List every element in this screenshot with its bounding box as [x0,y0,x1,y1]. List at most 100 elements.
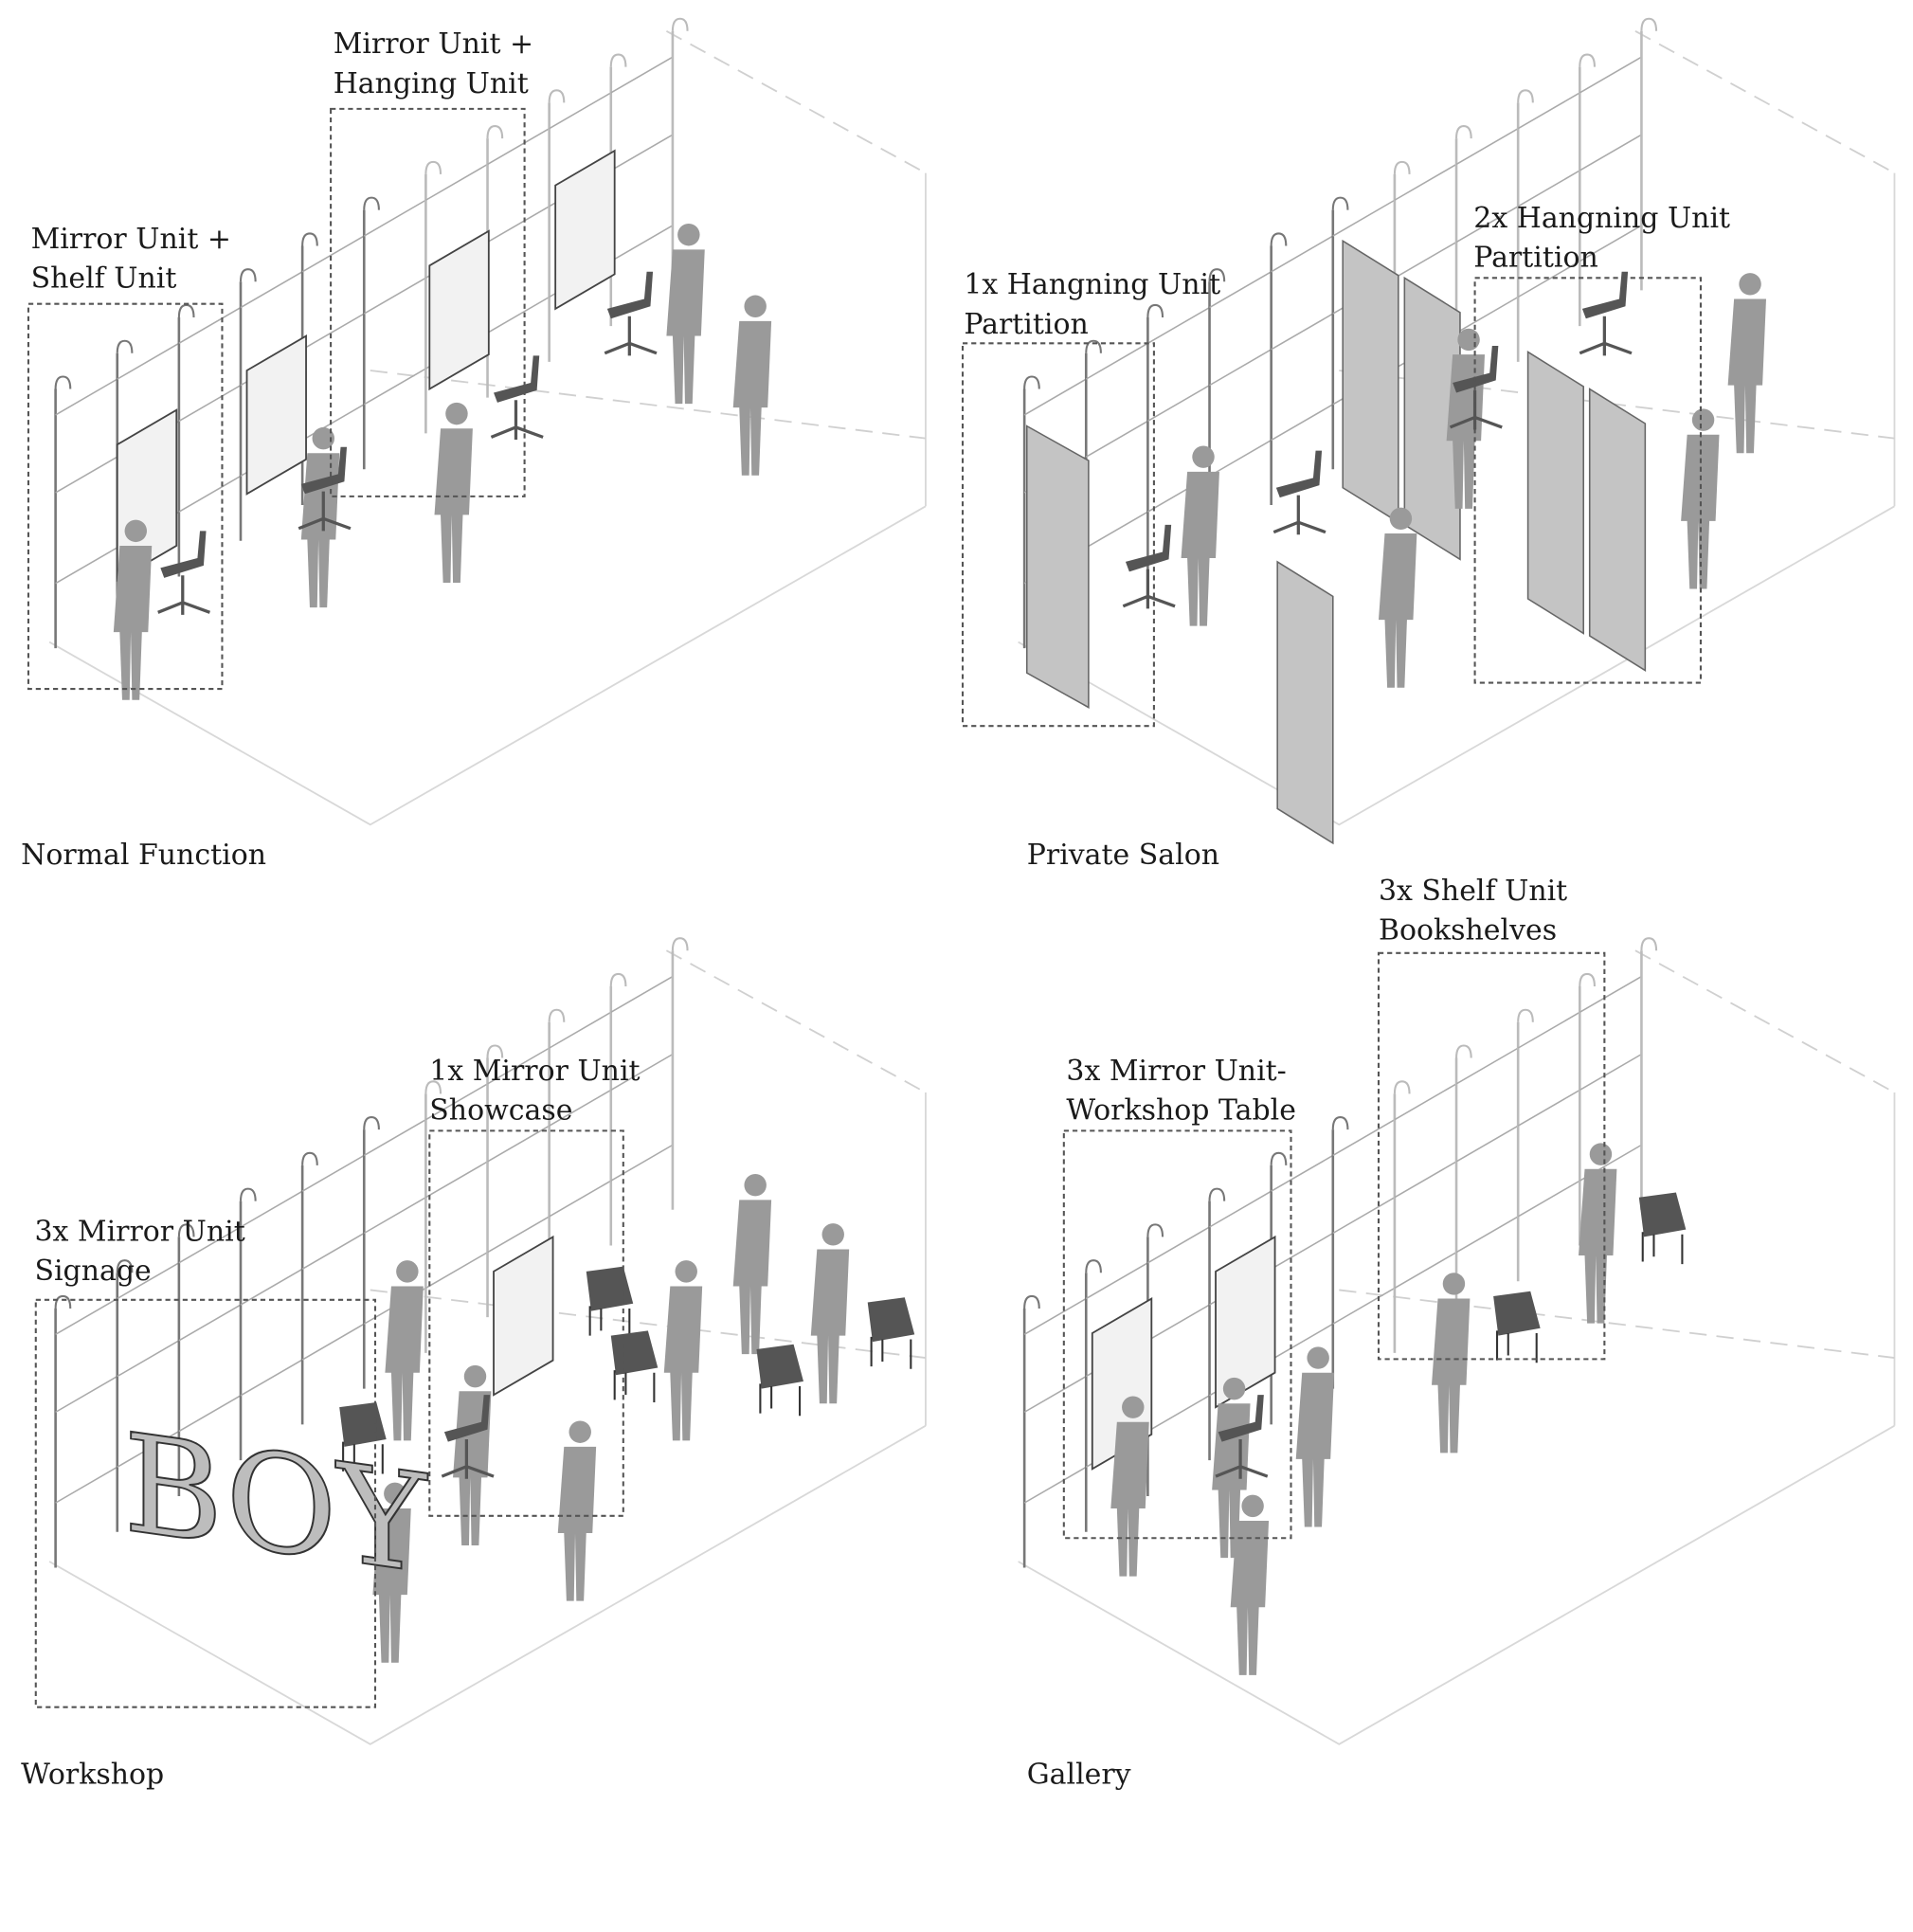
rail [363,199,426,237]
hanging-partition [1025,424,1090,709]
post-hook [609,53,627,67]
rail [1517,170,1580,208]
rail [1147,1304,1210,1342]
panel-caption: Workshop [21,1758,164,1791]
post-hook [1208,268,1226,282]
rail [549,1089,612,1127]
office-chair-seat [1581,271,1629,319]
stool-chair-legs [870,1336,912,1369]
panel-gallery: 3x Shelf Unit Bookshelves 3x Mirror Unit… [1027,875,1606,1791]
callout-box-showcase [428,1129,624,1517]
person-silhouette [113,545,153,700]
rail [301,1323,365,1361]
post-hook [1517,1008,1534,1022]
callout-label: Bookshelves [1379,913,1557,947]
office-chair-base [1579,316,1633,356]
office-chair-base [157,575,210,615]
rail [1147,1395,1210,1433]
rail [1147,384,1210,423]
post-hook [301,232,318,246]
person-silhouette [1579,1168,1617,1324]
person-head [1222,1377,1246,1400]
rail [1517,92,1580,130]
person-silhouette [1181,471,1219,626]
callout-label: 1x Mirror Unit [429,1055,640,1088]
stool-chair-legs [1641,1232,1684,1265]
panel-normal-function: Mirror Unit + Hanging Unit Mirror Unit +… [21,27,533,872]
rail [1455,1125,1519,1163]
post-hook [301,1151,318,1165]
callout-label: Partition [1473,242,1597,275]
callout-label: Showcase [429,1094,572,1128]
post-hook [609,972,627,987]
rail [363,368,426,406]
person-silhouette [1431,1298,1471,1454]
person-head [1442,1273,1466,1295]
rail [1332,1287,1396,1325]
person-head [1307,1346,1329,1369]
rail [301,313,365,351]
rail [487,1125,550,1163]
office-chair-base [441,1439,495,1479]
rail [1271,1232,1334,1270]
post-hook [177,1223,195,1237]
rail [1394,1161,1457,1199]
stool-chair-legs [342,1441,384,1474]
post-hook [1455,125,1472,139]
callout-label: 3x Shelf Unit [1379,875,1567,908]
rail [117,1430,180,1469]
rail [610,134,674,172]
person-head [1739,273,1761,296]
rail [1271,1323,1334,1361]
rail [487,128,550,166]
person-silhouette [732,1200,772,1355]
office-chair-base [604,316,658,356]
office-chair-base [1272,495,1326,535]
rail [1517,1011,1580,1049]
rail [178,475,242,513]
rail [1085,511,1148,549]
rail [178,1226,242,1264]
person-head [384,1482,406,1506]
panel-private-salon: 1x Hangning Unit Partition 2x Hangning U… [961,202,1730,872]
floor-guide [370,370,927,440]
rail [1147,1226,1210,1264]
person-head [1691,408,1715,431]
hanging-partition [1526,351,1584,635]
person-silhouette [372,1508,411,1663]
rail [1271,1154,1334,1192]
rail [549,92,612,130]
post-hook [1331,1116,1349,1130]
post-hook [54,375,72,389]
callout-label: 1x Hangning Unit [964,268,1220,301]
rail [424,1252,488,1290]
person-silhouette [810,1249,850,1404]
panel-caption: Normal Function [21,839,266,872]
post-hook [54,1294,72,1309]
rail [1455,206,1519,244]
rail [1023,378,1087,416]
post-hook [1393,160,1411,174]
mirror-panel [428,229,490,391]
rail [1455,296,1519,334]
ceiling-edge [665,949,927,1093]
rail [1332,199,1396,237]
office-chair-seat [1453,345,1499,393]
post-hook [1640,937,1658,951]
hanging-partition [1588,388,1647,672]
person-head [744,295,767,317]
person-silhouette [663,1286,703,1441]
rail [55,1297,118,1335]
panel-caption: Gallery [1027,1758,1131,1791]
rail [610,1144,674,1182]
rail [1271,404,1334,442]
post-hook [1393,1080,1411,1094]
callout-box-mirror-shelf [27,302,224,691]
rail [610,225,674,262]
rail [1271,235,1334,273]
person-head [312,426,334,450]
rail [1023,1375,1087,1414]
stool-chair-seat [756,1344,803,1389]
ceiling-edge [1634,949,1895,1093]
